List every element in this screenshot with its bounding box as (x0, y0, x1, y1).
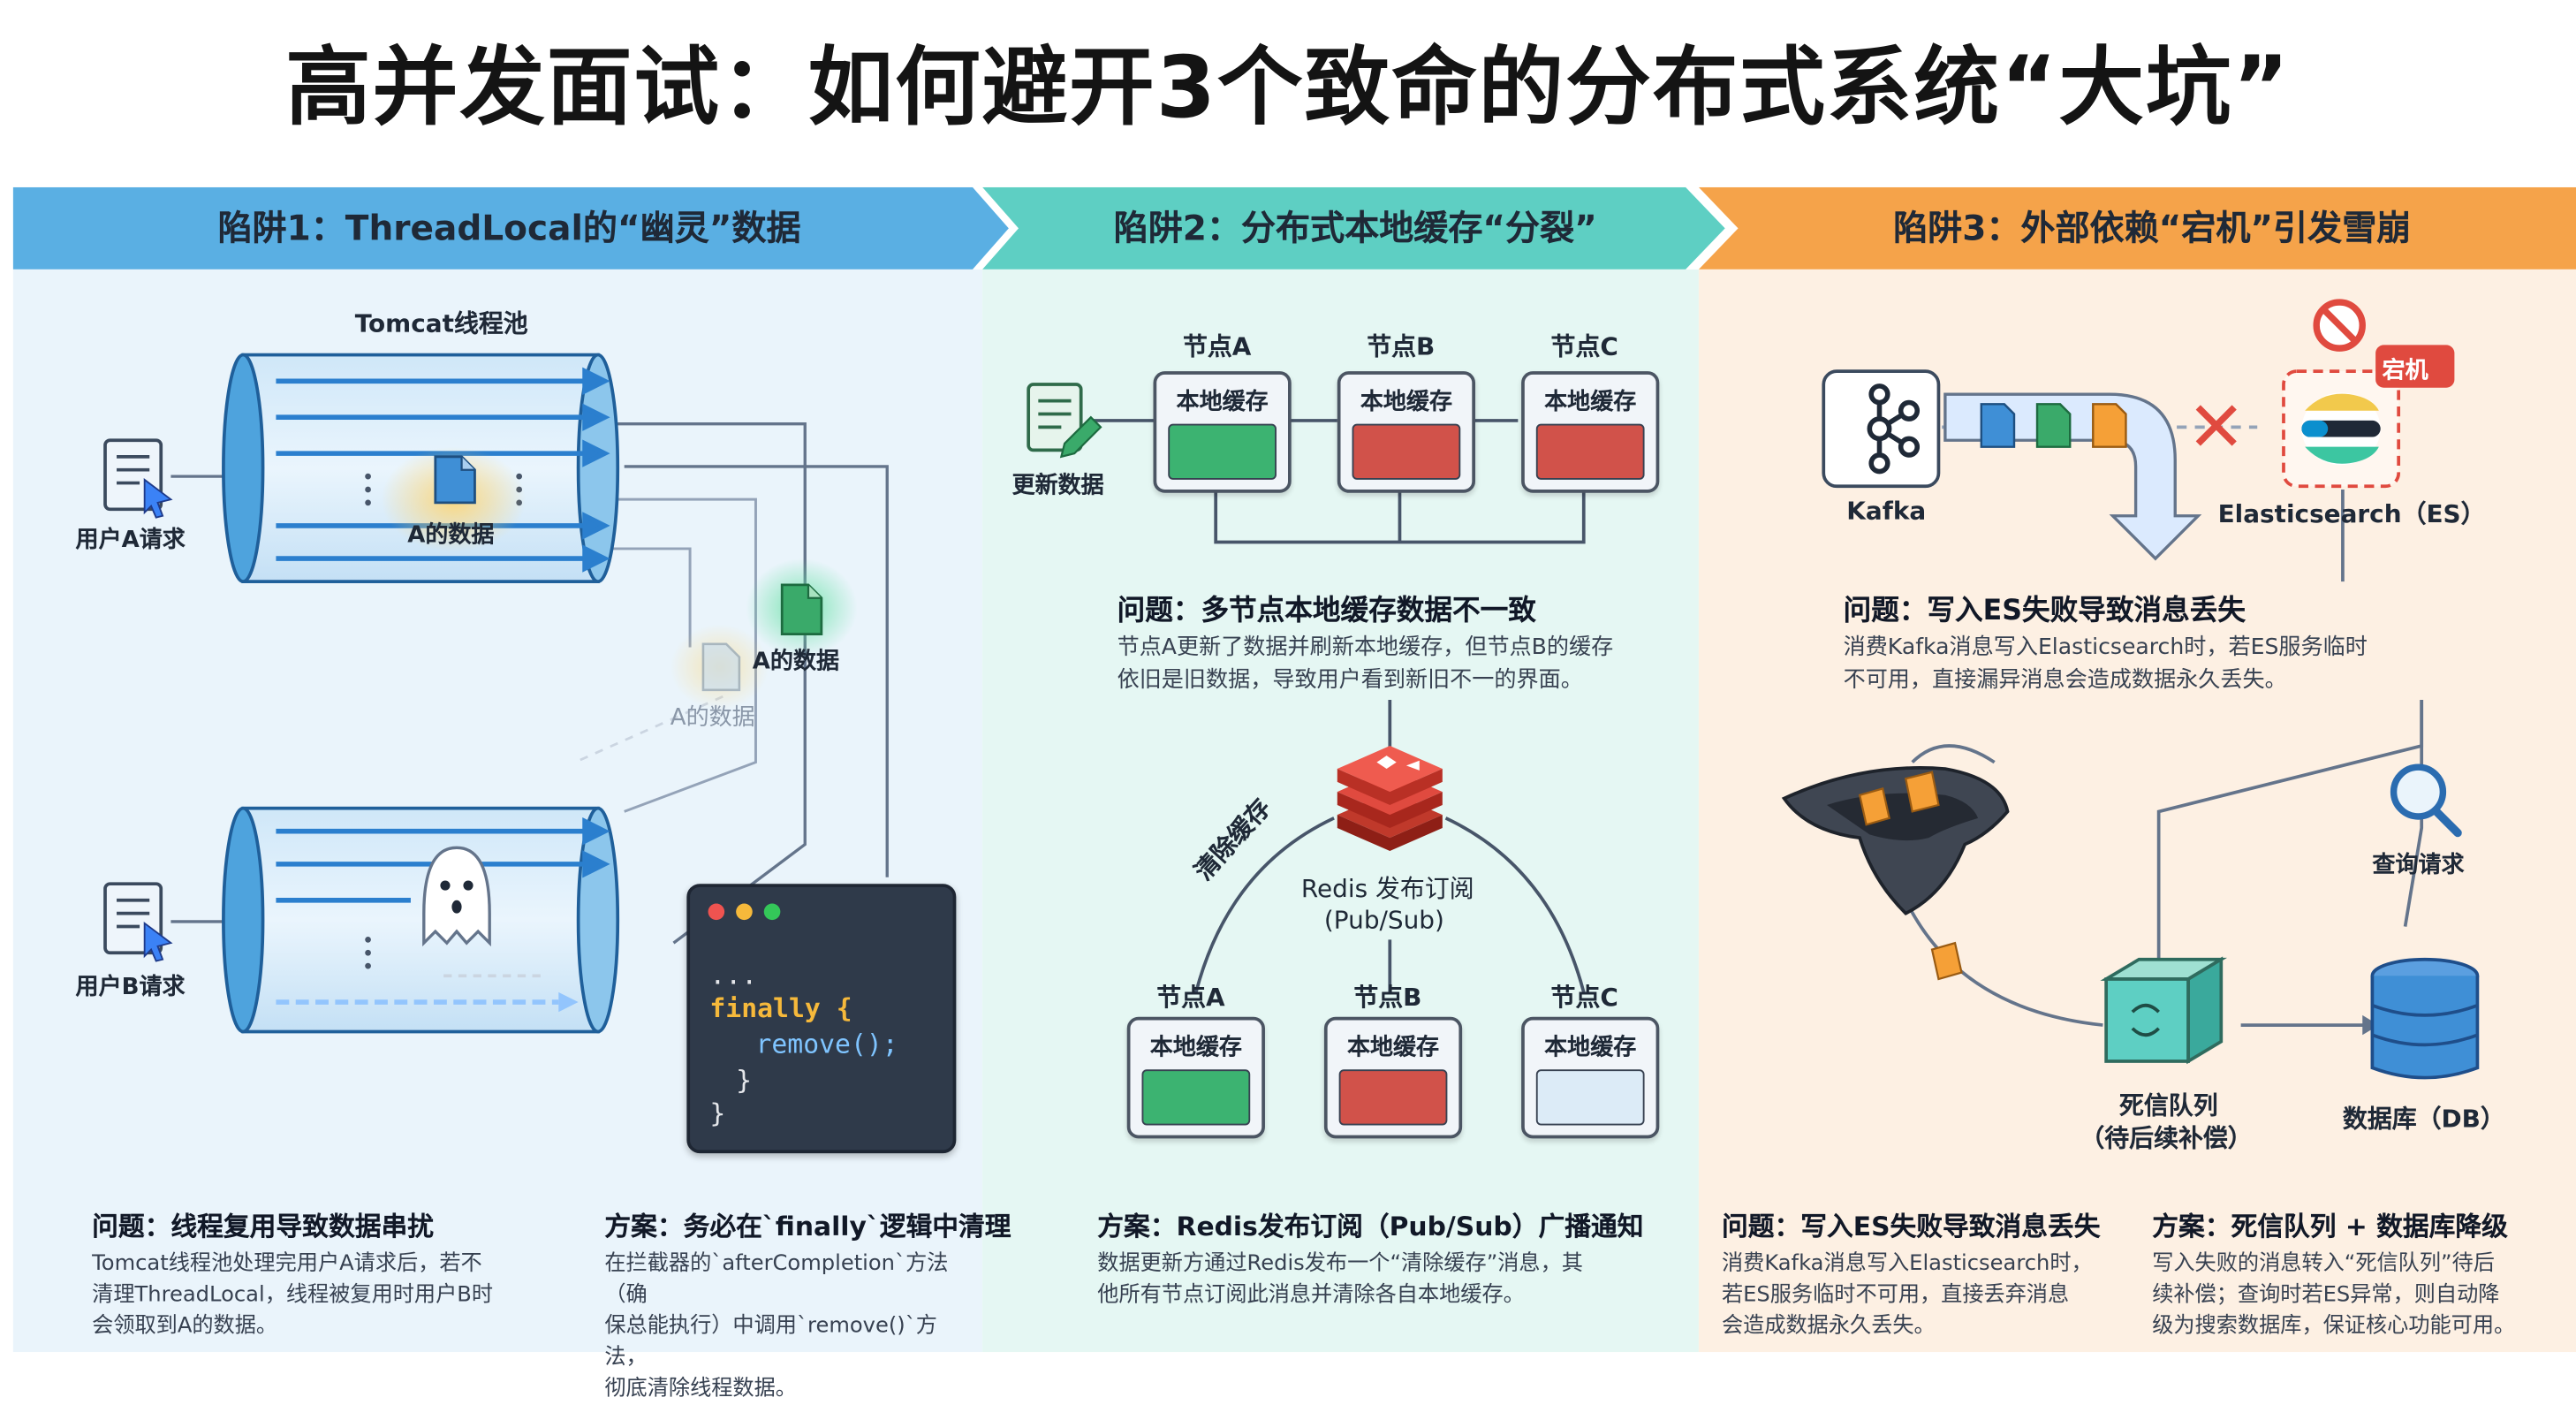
code-close-inner: } (736, 1064, 753, 1097)
prohibited-icon (2313, 299, 2366, 352)
bottom-node-a-cache: 本地缓存 (1126, 1016, 1265, 1139)
thread-cylinder-bottom (222, 806, 620, 1034)
code-close-outer: } (709, 1097, 726, 1129)
top-node-a-name: 节点A (1182, 331, 1252, 362)
problem-2-text: 节点A更新了数据并刷新本地缓存，但节点B的缓存依旧是旧数据，导致用户看到新旧不一… (1117, 634, 1614, 694)
code-dots: ... (709, 959, 758, 991)
page-title: 高并发面试：如何避开3个致命的分布式系统“大坑” (285, 39, 2291, 139)
error-x-icon (2195, 405, 2237, 446)
infographic: 高并发面试：如何避开3个致命的分布式系统“大坑” 陷阱1：ThreadLocal… (12, 39, 2576, 1401)
user-a-label: 用户A请求 (75, 527, 186, 554)
thread-pool-label: Tomcat线程池 (354, 308, 528, 338)
faded-data-label: A的数据 (670, 704, 755, 732)
solution-2-text: 数据更新方通过Redis发布一个“清除缓存”消息，其他所有节点订阅此消息并清除各… (1097, 1251, 1583, 1308)
top-node-b-name: 节点B (1367, 331, 1436, 362)
code-window: ... finally { remove(); } } (686, 884, 957, 1154)
es-diagram (1781, 299, 2480, 1080)
bottom-node-c-cache: 本地缓存 (1521, 1016, 1660, 1139)
band-1 (12, 186, 1009, 270)
user-a-doc-icon (103, 438, 173, 519)
ghost-icon (422, 846, 491, 947)
problem-3-text: 消费Kafka消息写入Elasticsearch时，若ES服务临时不可用，直接丢… (1721, 1251, 2093, 1340)
redis-sub-label: (Pub/Sub) (1323, 905, 1444, 935)
code-remove: remove(); (755, 1028, 898, 1060)
heading-pitfall-1: 陷阱1：ThreadLocal的“幽灵”数据 (217, 209, 801, 248)
top-node-c-cache: 本地缓存 (1521, 371, 1660, 493)
dlq-sub-label: （待后续补偿） (2080, 1123, 2253, 1154)
dead-letter-queue-icon (2100, 956, 2228, 1065)
problem-3-title: 问题：写入ES失败导致消息丢失 (1721, 1211, 2101, 1242)
data-doc-in-pool (434, 455, 476, 505)
top-node-c-name: 节点C (1550, 331, 1618, 362)
elasticsearch-icon (2282, 369, 2401, 489)
solution-1-title: 方案：务必在`finally`逻辑中清理 (604, 1211, 1011, 1242)
update-doc-icon (1027, 383, 1102, 459)
thread-cylinder-top (222, 353, 620, 583)
bottom-node-a-name: 节点A (1156, 982, 1225, 1013)
heading-pitfall-2: 陷阱2：分布式本地缓存“分裂” (1113, 209, 1597, 248)
threadlocal-diagram (103, 353, 889, 1034)
heading-pitfall-3: 陷阱3：外部依赖“宕机”引发雪崩 (1893, 209, 2412, 248)
user-b-doc-icon (103, 882, 173, 962)
leaked-data-label: A的数据 (752, 649, 840, 676)
down-badge-bg (2375, 345, 2455, 388)
problem-3-mid-title: 问题：写入ES失败导致消息丢失 (1843, 594, 2246, 628)
kafka-icon (1822, 369, 1941, 489)
bottom-node-c-name: 节点C (1550, 982, 1618, 1013)
problem-1-title: 问题：线程复用导致数据串扰 (92, 1211, 434, 1242)
cache-diagram (1027, 383, 1586, 993)
problem-1-text: Tomcat线程池处理完用户A请求后，若不清理ThreadLocal，线程被复用… (92, 1251, 494, 1340)
faded-data-doc (701, 642, 741, 692)
problem-3-mid-text: 消费Kafka消息写入Elasticsearch时，若ES服务临时不可用，直接漏… (1843, 634, 2368, 694)
black-hole-icon (1781, 766, 2010, 981)
header-bands (12, 186, 2576, 270)
solution-1-text: 在拦截器的`afterCompletion`方法（确保总能执行）中调用`remo… (604, 1251, 949, 1401)
kafka-label: Kafka (1846, 496, 1927, 526)
problem-2-title: 问题：多节点本地缓存数据不一致 (1117, 594, 1536, 628)
window-controls (708, 903, 781, 921)
code-finally: finally { (709, 991, 852, 1024)
leaked-data-doc (780, 583, 823, 636)
top-node-b-cache: 本地缓存 (1337, 371, 1476, 493)
message-docs (1980, 403, 2127, 448)
es-label: Elasticsearch（ES） (2217, 499, 2486, 529)
band-3 (1698, 186, 2576, 270)
down-badge: 宕机 (2382, 358, 2428, 385)
bottom-node-b-cache: 本地缓存 (1323, 1016, 1463, 1139)
solution-2-title: 方案：Redis发布订阅（Pub/Sub）广播通知 (1097, 1211, 1644, 1242)
band-2 (982, 186, 1725, 270)
redis-icon (1337, 746, 1443, 852)
top-node-a-cache: 本地缓存 (1153, 371, 1292, 493)
db-label: 数据库（DB） (2342, 1104, 2505, 1134)
dlq-label: 死信队列 (2119, 1090, 2218, 1120)
database-icon (2370, 957, 2480, 1080)
solution-3-title: 方案：死信队列 + 数据库降级 (2152, 1211, 2508, 1242)
redis-label: Redis 发布订阅 (1300, 874, 1474, 904)
search-icon (2390, 763, 2462, 838)
user-b-label: 用户B请求 (75, 974, 186, 1001)
bottom-node-b-name: 节点B (1353, 982, 1422, 1013)
update-data-label: 更新数据 (1011, 473, 1104, 500)
data-in-pool-label: A的数据 (407, 522, 495, 549)
solution-3-text: 写入失败的消息转入“死信队列”待后续补偿；查询时若ES异常，则自动降级为搜索数据… (2152, 1251, 2516, 1340)
query-request-label: 查询请求 (2372, 852, 2465, 879)
